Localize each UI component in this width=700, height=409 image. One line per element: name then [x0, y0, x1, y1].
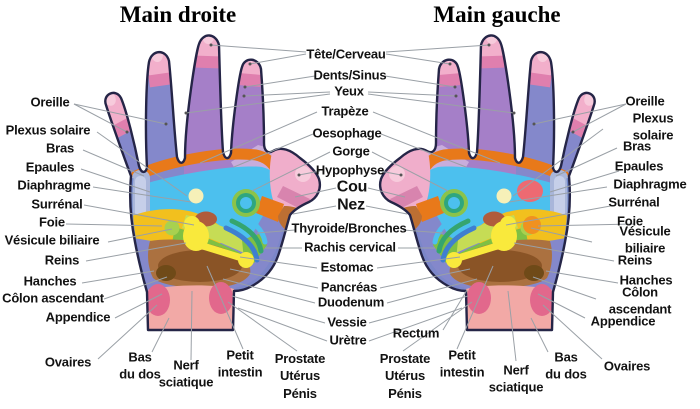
label-right-hanches: Hanches — [619, 272, 673, 288]
main-gauche-hand — [362, 24, 606, 336]
leader-lines — [65, 44, 635, 362]
label-left-petit-intestin: Petit intestin — [217, 347, 263, 380]
label-center-estomac: Estomac — [320, 259, 374, 275]
label-right-petit-intestin: Petit intestin — [439, 347, 485, 380]
label-right-nerf-sciatique: Nerf sciatique — [488, 362, 544, 395]
label-left-surrenal: Surrénal — [31, 196, 83, 212]
label-left-bas-du-dos: Bas du dos — [119, 349, 161, 382]
label-left-foie: Foie — [39, 214, 65, 230]
label-rectum: Rectum — [392, 325, 440, 341]
label-right-oreille: Oreille — [625, 93, 665, 109]
label-left-appendice: Appendice — [45, 309, 111, 325]
label-center-rachis-cervical: Rachis cervical — [304, 239, 396, 255]
label-left-oreille: Oreille — [30, 94, 70, 110]
label-left-reins: Reins — [44, 252, 80, 268]
label-right-vesicule-biliaire: Vésicule biliaire — [619, 223, 671, 256]
label-left-prostate-uterus-penis: Prostate Utérus Pénis — [274, 350, 326, 401]
label-center-oesophage: Oesophage — [312, 125, 382, 141]
label-center-nez: Nez — [337, 196, 365, 214]
label-right-diaphragme: Diaphragme — [613, 176, 687, 192]
label-right-colon-ascendant: Côlon ascendant — [608, 284, 672, 317]
label-left-nerf-sciatique: Nerf sciatique — [158, 357, 214, 390]
line-end-dots — [125, 43, 575, 177]
label-right-bras: Bras — [622, 138, 652, 154]
label-left-bras: Bras — [45, 140, 75, 156]
label-left-hanches: Hanches — [23, 273, 77, 289]
label-right-appendice: Appendice — [590, 313, 656, 329]
label-right-foie: Foie — [617, 213, 643, 229]
label-center-pancreas: Pancréas — [320, 279, 378, 295]
label-right-ovaires: Ovaires — [603, 358, 651, 374]
label-center-vessie: Vessie — [327, 314, 367, 330]
label-right-reins: Reins — [617, 252, 653, 268]
label-center-duodenum: Duodenum — [317, 294, 385, 310]
label-center-gorge: Gorge — [332, 143, 370, 159]
label-left-plexus-solaire: Plexus solaire — [5, 122, 91, 138]
label-center-tete-cerveau: Tête/Cerveau — [306, 46, 386, 62]
main-droite-hand — [94, 24, 338, 336]
label-right-prostate-uterus-penis: Prostate Utérus Pénis — [379, 350, 431, 401]
label-left-diaphragme: Diaphragme — [17, 177, 91, 193]
label-right-plexus-solaire: Plexus solaire — [632, 110, 674, 143]
label-left-vesicule-biliaire: Vésicule biliaire — [4, 232, 100, 248]
label-center-dents-sinus: Dents/Sinus — [313, 67, 387, 83]
label-right-surrenal: Surrénal — [608, 194, 660, 210]
label-center-trapeze: Trapèze — [321, 103, 369, 119]
label-right-epaules: Epaules — [614, 158, 664, 174]
label-center-uretre: Urètre — [329, 332, 367, 348]
label-center-hypophyse: Hypophyse — [315, 162, 385, 178]
label-left-epaules: Epaules — [25, 159, 75, 175]
label-center-yeux: Yeux — [334, 83, 364, 99]
label-right-bas-du-dos: Bas du dos — [545, 349, 587, 382]
label-left-colon-ascendant: Côlon ascendant — [2, 290, 104, 306]
label-center-cou: Cou — [336, 178, 368, 196]
label-left-ovaires: Ovaires — [44, 354, 92, 370]
label-center-thyroide-bronches: Thyroide/Bronches — [291, 220, 407, 236]
title-main-gauche: Main gauche — [433, 2, 561, 27]
title-main-droite: Main droite — [119, 2, 237, 27]
